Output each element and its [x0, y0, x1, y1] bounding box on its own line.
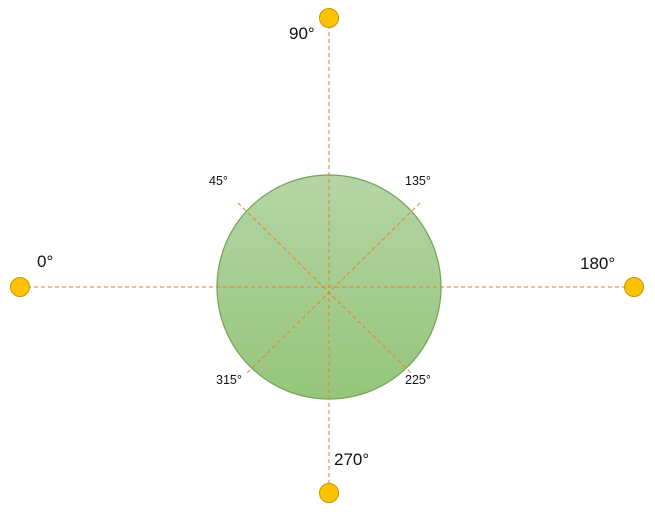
- label-135-degrees: 135°: [405, 174, 431, 188]
- marker-0: [10, 277, 30, 297]
- label-0-degrees: 0°: [37, 252, 54, 271]
- label-180-degrees: 180°: [580, 254, 616, 273]
- label-270-degrees: 270°: [334, 450, 370, 469]
- label-90-degrees: 90°: [289, 24, 315, 43]
- diagonal-45-225-line: [237, 202, 412, 374]
- label-45-degrees: 45°: [209, 174, 228, 188]
- label-315-degrees: 315°: [216, 373, 242, 387]
- marker-180: [624, 277, 644, 297]
- marker-270: [319, 483, 339, 503]
- label-225-degrees: 225°: [405, 373, 431, 387]
- marker-90: [319, 8, 339, 28]
- diagonal-135-315-line: [246, 202, 421, 374]
